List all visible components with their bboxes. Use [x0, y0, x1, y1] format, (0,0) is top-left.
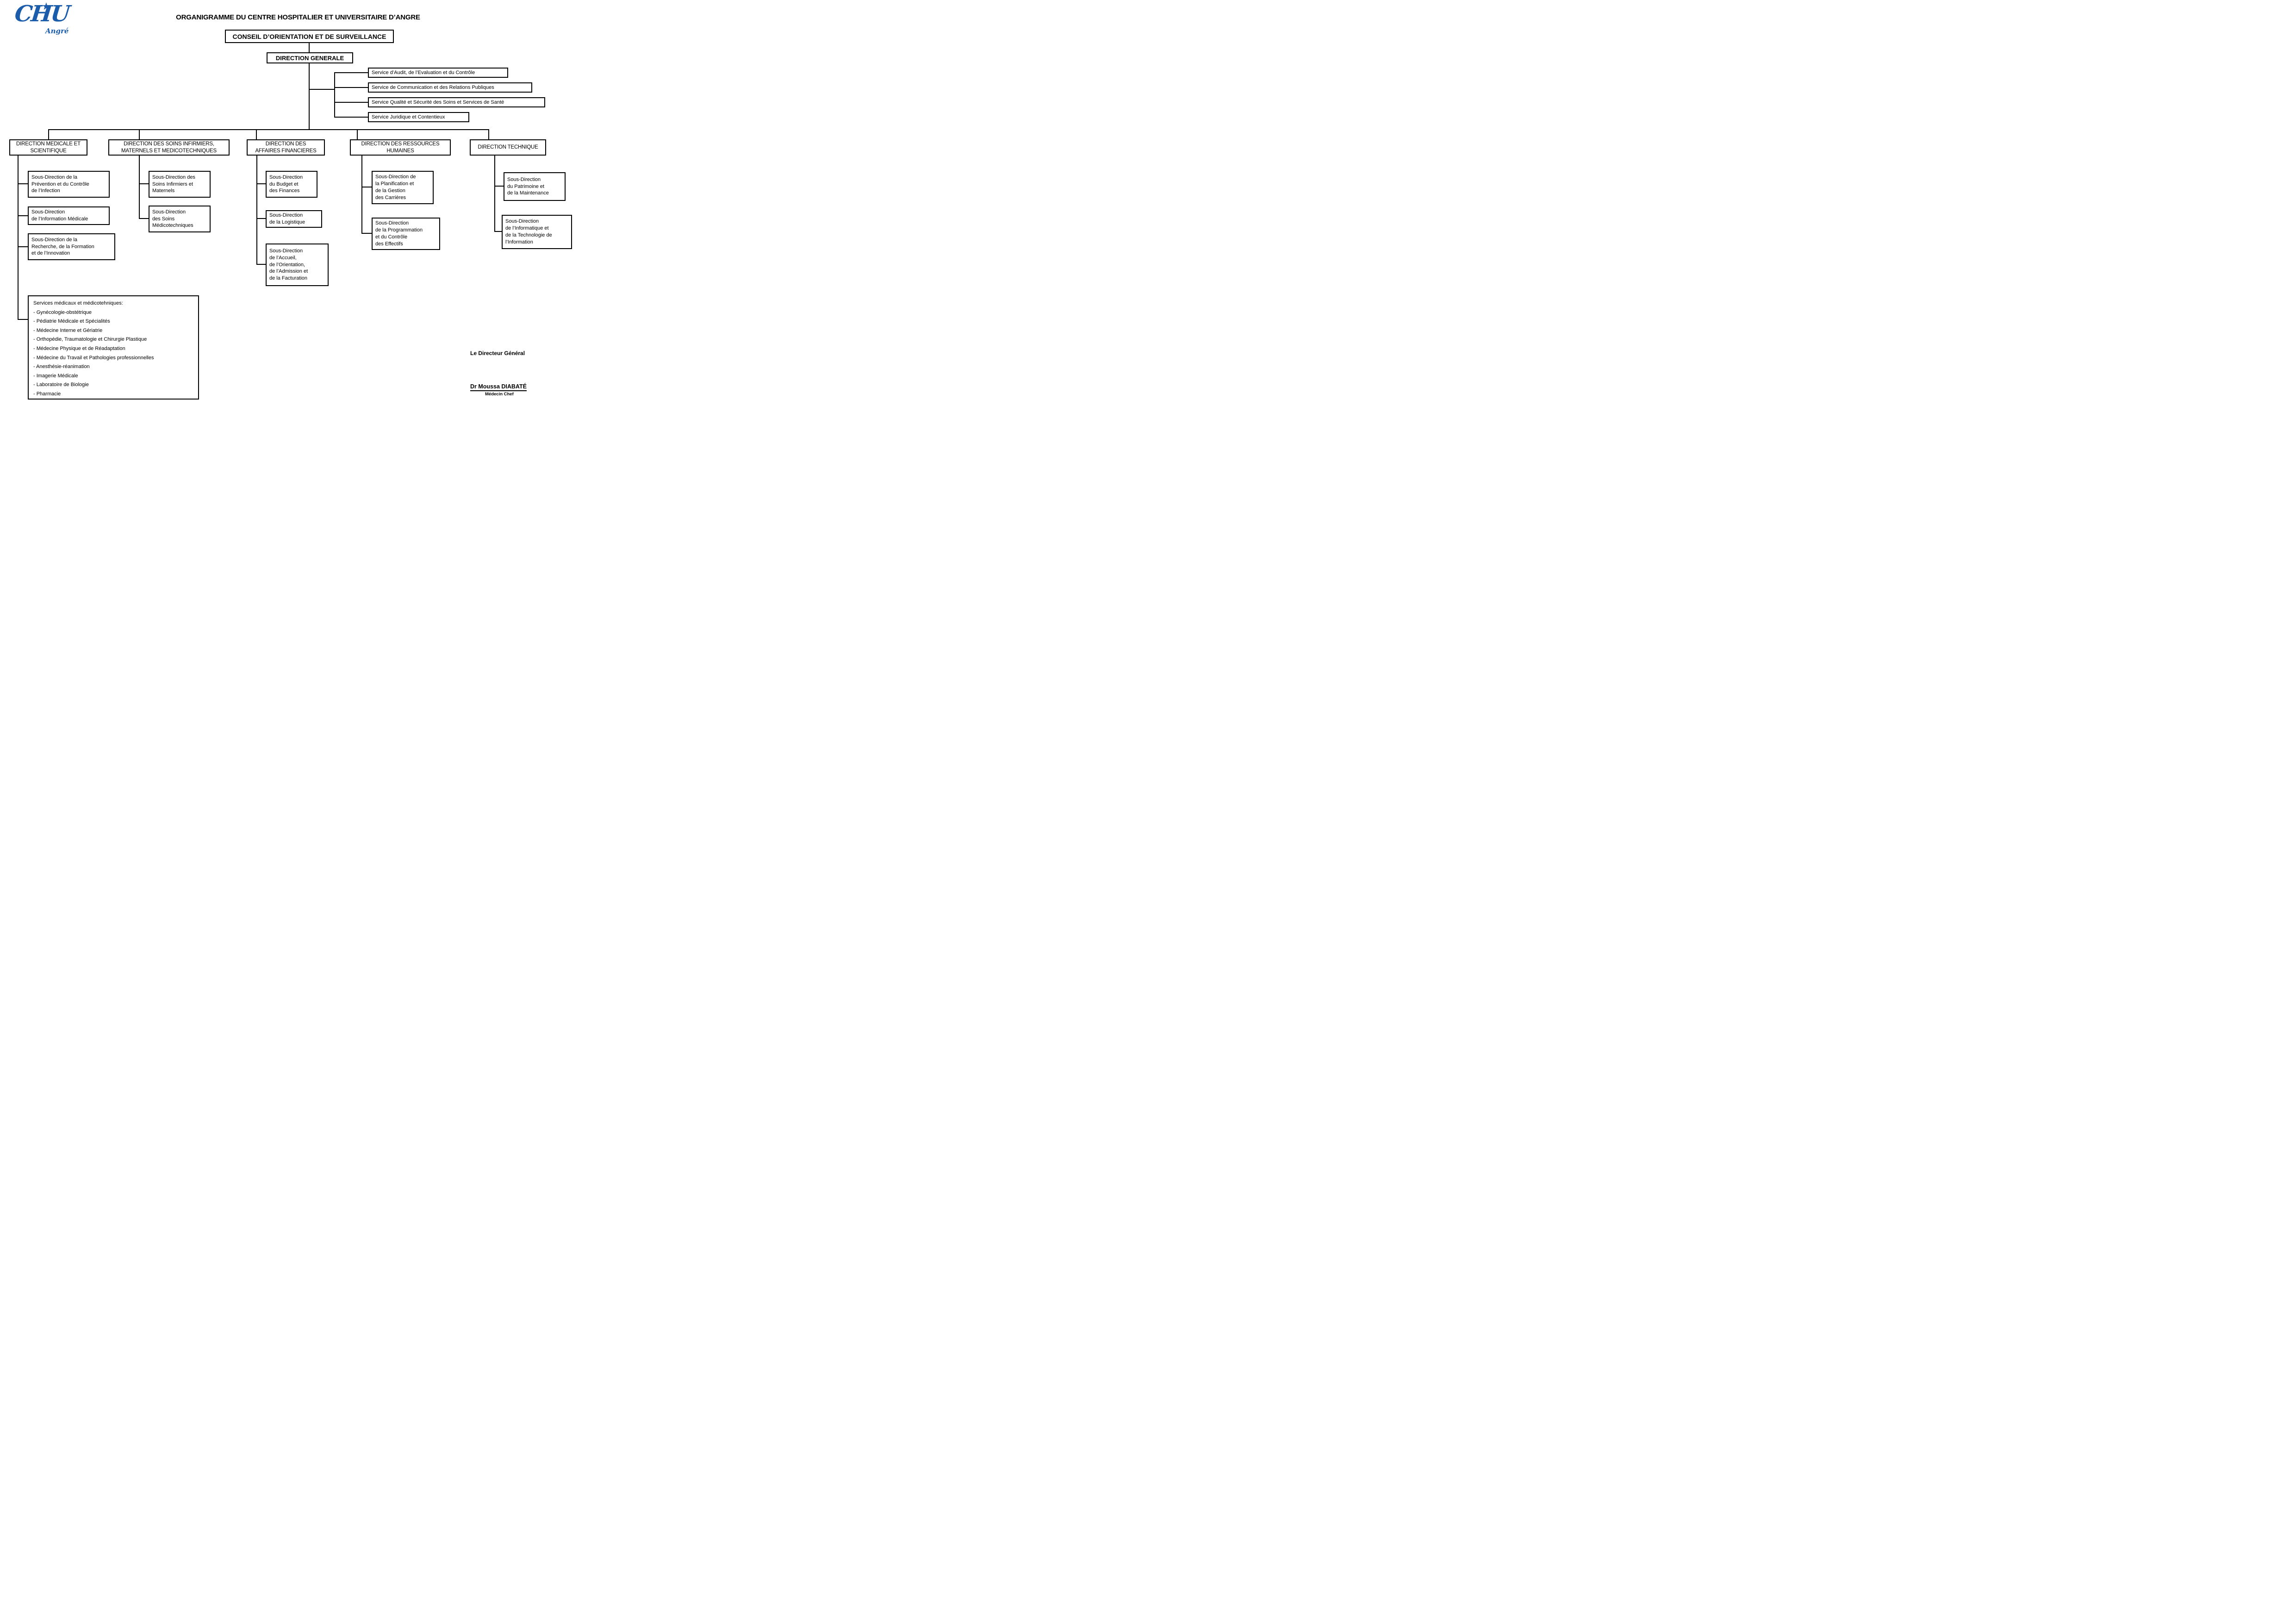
sd-informatique-box: Sous-Direction de l’Informatique et de l…	[502, 215, 572, 249]
medical-service-item: - Orthopédie, Traumatologie et Chirurgie…	[33, 337, 147, 343]
service-qualite-box: Service Qualité et Sécurité des Soins et…	[368, 97, 545, 107]
signature-name: Dr Moussa DIABATÉ	[470, 383, 527, 391]
connector	[334, 72, 335, 118]
sd-informatique-label: Sous-Direction de l’Informatique et de l…	[505, 219, 552, 245]
sd-prevention-box: Sous-Direction de la Prévention et du Co…	[28, 171, 110, 198]
connector	[494, 186, 504, 187]
page-title: ORGANIGRAMME DU CENTRE HOSPITALIER ET UN…	[176, 13, 420, 21]
direction-soins-label: DIRECTION DES SOINS INFIRMIERS, MATERNEL…	[121, 141, 217, 154]
connector	[256, 264, 266, 265]
service-communication-box: Service de Communication et des Relation…	[368, 82, 532, 93]
sd-recherche-box: Sous-Direction de la Recherche, de la Fo…	[28, 233, 115, 260]
direction-technique-label: DIRECTION TECHNIQUE	[478, 144, 538, 150]
connector	[361, 156, 362, 234]
sd-accueil-label: Sous-Direction de l’Accueil, de l’Orient…	[269, 248, 308, 281]
connector	[357, 129, 358, 139]
connector	[256, 129, 257, 139]
sd-programmation-label: Sous-Direction de la Programmation et du…	[375, 220, 423, 247]
direction-rh-box: DIRECTION DES RESSOURCES HUMAINES	[350, 139, 451, 156]
medical-service-item: - Laboratoire de Biologie	[33, 382, 89, 388]
sd-patrimoine-box: Sous-Direction du Patrimoine et de la Ma…	[504, 172, 566, 201]
medical-services-box: Services médicaux et médicotehniques: - …	[28, 295, 199, 400]
service-audit-box: Service d’Audit, de l’Evaluation et du C…	[368, 68, 508, 78]
sd-accueil-box: Sous-Direction de l’Accueil, de l’Orient…	[266, 244, 329, 286]
direction-rh-label: DIRECTION DES RESSOURCES HUMAINES	[361, 141, 440, 154]
medical-services-heading: Services médicaux et médicotehniques:	[33, 300, 123, 306]
sd-planification-box: Sous-Direction de la Planification et de…	[372, 171, 434, 204]
sd-logistique-box: Sous-Direction de la Logistique	[266, 210, 322, 228]
connector	[361, 233, 372, 234]
signature-title: Médecin Chef	[485, 392, 514, 397]
connector	[309, 63, 310, 130]
sd-soins-medicotechniques-box: Sous-Direction des Soins Médicotechnique…	[149, 206, 211, 232]
sd-budget-box: Sous-Direction du Budget et des Finances	[266, 171, 317, 198]
direction-medicale-box: DIRECTION MEDICALE ET SCIENTIFIQUE	[9, 139, 87, 156]
connector	[139, 129, 140, 139]
connector	[48, 129, 489, 130]
sd-prevention-label: Sous-Direction de la Prévention et du Co…	[31, 174, 89, 194]
sd-information-medicale-box: Sous-Direction de l’Information Médicale	[28, 206, 110, 225]
sd-programmation-box: Sous-Direction de la Programmation et du…	[372, 218, 440, 250]
service-juridique-box: Service Juridique et Contentieux	[368, 112, 469, 122]
organigramme-page: CHU ★ Angré ORGANIGRAMME DU CENTRE HOSPI…	[0, 0, 574, 406]
service-qualite-label: Service Qualité et Sécurité des Soins et…	[372, 100, 504, 105]
direction-generale-label: DIRECTION GENERALE	[275, 54, 344, 62]
connector	[488, 129, 489, 139]
direction-soins-box: DIRECTION DES SOINS INFIRMIERS, MATERNEL…	[108, 139, 230, 156]
sd-recherche-label: Sous-Direction de la Recherche, de la Fo…	[31, 237, 94, 256]
connector	[309, 89, 335, 90]
connector	[18, 156, 19, 320]
direction-finances-box: DIRECTION DES AFFAIRES FINANCIERES	[247, 139, 325, 156]
service-communication-label: Service de Communication et des Relation…	[372, 85, 494, 90]
direction-generale-box: DIRECTION GENERALE	[267, 52, 353, 63]
connector	[18, 246, 28, 247]
connector	[494, 156, 495, 232]
signature-block: Le Directeur Général Dr Moussa DIABATÉ M…	[470, 350, 567, 397]
connector	[256, 218, 266, 219]
medical-service-item: - Médecine Interne et Gériatrie	[33, 327, 103, 333]
star-icon: ★	[42, 0, 51, 12]
connector	[334, 117, 368, 118]
connector	[494, 231, 502, 232]
medical-service-item: - Gynécologie-obstétrique	[33, 309, 92, 315]
conseil-box: CONSEIL D’ORIENTATION ET DE SURVEILLANCE	[225, 30, 394, 43]
medical-service-item: - Médecine du Travail et Pathologies pro…	[33, 355, 154, 361]
sd-patrimoine-label: Sous-Direction du Patrimoine et de la Ma…	[507, 176, 549, 196]
sd-information-medicale-label: Sous-Direction de l’Information Médicale	[31, 209, 88, 222]
conseil-label: CONSEIL D’ORIENTATION ET DE SURVEILLANCE	[232, 32, 386, 40]
direction-technique-box: DIRECTION TECHNIQUE	[470, 139, 546, 156]
connector	[18, 319, 28, 320]
medical-service-item: - Imagerie Médicale	[33, 373, 78, 379]
connector	[334, 72, 368, 73]
direction-medicale-label: DIRECTION MEDICALE ET SCIENTIFIQUE	[16, 141, 81, 154]
connector	[139, 156, 140, 219]
logo-city: Angré	[45, 27, 69, 35]
connector	[139, 183, 149, 184]
chu-logo: CHU ★ Angré	[12, 0, 72, 43]
medical-service-item: - Pédiatrie Médicale et Spécialités	[33, 319, 110, 325]
connector	[334, 87, 368, 88]
connector	[256, 156, 257, 265]
sd-soins-infirmiers-box: Sous-Direction des Soins Infirmiers et M…	[149, 171, 211, 198]
sd-soins-infirmiers-label: Sous-Direction des Soins Infirmiers et M…	[152, 174, 195, 194]
service-audit-label: Service d’Audit, de l’Evaluation et du C…	[372, 70, 475, 75]
connector	[139, 218, 149, 219]
connector	[256, 183, 266, 184]
sd-logistique-label: Sous-Direction de la Logistique	[269, 212, 305, 225]
connector	[18, 183, 28, 184]
signature-role: Le Directeur Général	[470, 350, 525, 356]
medical-service-item: - Anesthésie-réanimation	[33, 364, 90, 370]
direction-finances-label: DIRECTION DES AFFAIRES FINANCIERES	[255, 141, 317, 154]
service-juridique-label: Service Juridique et Contentieux	[372, 114, 445, 120]
sd-budget-label: Sous-Direction du Budget et des Finances	[269, 174, 303, 194]
connector	[18, 215, 28, 216]
sd-planification-label: Sous-Direction de la Planification et de…	[375, 174, 416, 200]
medical-service-item: - Médecine Physique et de Réadaptation	[33, 345, 125, 351]
connector	[309, 43, 310, 52]
medical-service-item: - Pharmacie	[33, 391, 61, 397]
sd-soins-medicotechniques-label: Sous-Direction des Soins Médicotechnique…	[152, 209, 193, 229]
connector	[48, 129, 49, 139]
connector	[334, 102, 368, 103]
